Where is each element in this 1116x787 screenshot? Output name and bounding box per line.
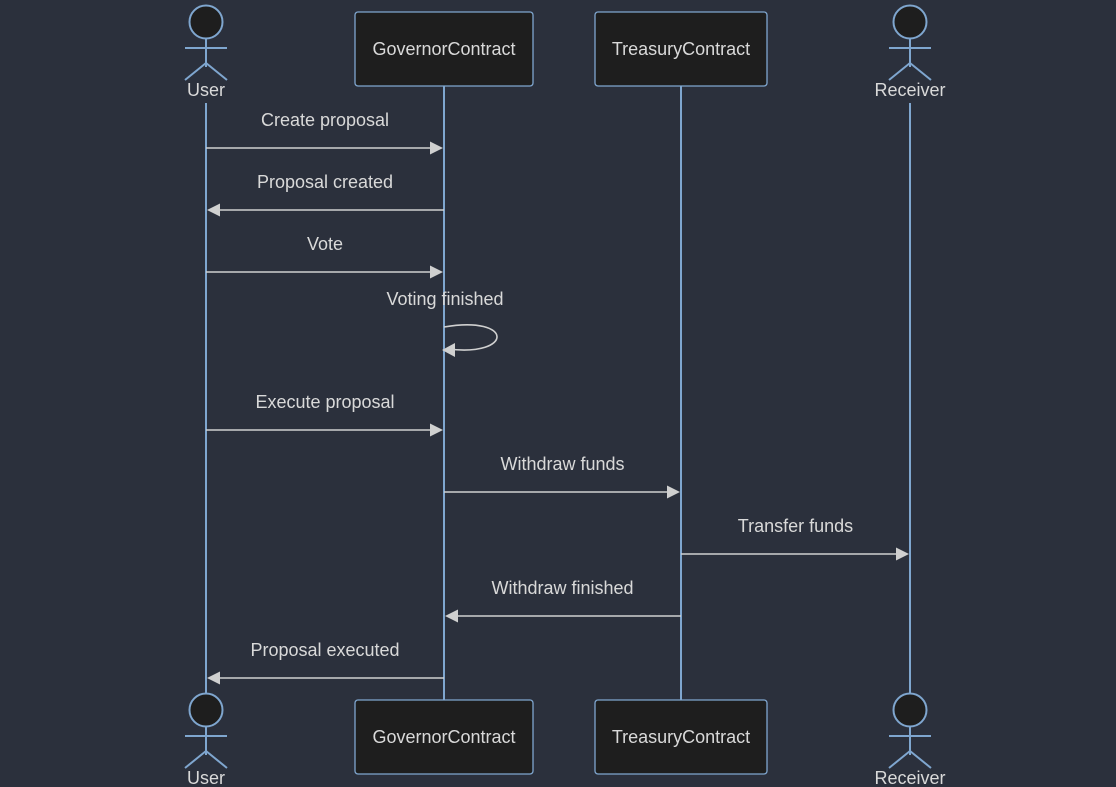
actor-label: Receiver xyxy=(874,768,945,787)
message-1: Create proposal xyxy=(206,110,443,155)
message-label: Withdraw finished xyxy=(491,578,633,598)
actor-user-top: User xyxy=(184,4,228,100)
participant-box xyxy=(354,699,534,775)
message-label: Voting finished xyxy=(386,289,503,309)
message-label: Proposal executed xyxy=(250,640,399,660)
actor-legs xyxy=(888,61,932,81)
message-label: Proposal created xyxy=(257,172,393,192)
actor-head-icon xyxy=(188,4,224,40)
actor-head-icon xyxy=(892,692,928,728)
participant-governor-top: GovernorContract xyxy=(354,11,534,87)
message-label: Transfer funds xyxy=(738,516,853,536)
participant-treasury-bottom: TreasuryContract xyxy=(594,699,768,775)
message-7: Transfer funds xyxy=(681,516,909,561)
actor-legs xyxy=(184,61,228,81)
actor-receiver-top: Receiver xyxy=(874,4,946,100)
participants: UserUserGovernorContractGovernorContract… xyxy=(184,4,946,787)
arrowhead-icon xyxy=(896,547,909,561)
actor-legs xyxy=(184,749,228,769)
participant-treasury-top: TreasuryContract xyxy=(594,11,768,87)
message-label: Vote xyxy=(307,234,343,254)
actor-legs xyxy=(888,749,932,769)
message-label: Execute proposal xyxy=(255,392,394,412)
actor-user-bottom: User xyxy=(184,692,228,787)
participant-box xyxy=(354,11,534,87)
participant-label: GovernorContract xyxy=(372,727,515,747)
actor-label: Receiver xyxy=(874,80,945,100)
message-loop xyxy=(443,324,498,351)
message-9: Proposal executed xyxy=(207,640,444,685)
actor-head-icon xyxy=(188,692,224,728)
arrowhead-icon xyxy=(430,265,443,279)
message-8: Withdraw finished xyxy=(445,578,681,623)
message-label: Withdraw funds xyxy=(500,454,624,474)
participant-box xyxy=(594,699,768,775)
message-3: Vote xyxy=(206,234,443,279)
actor-receiver-bottom: Receiver xyxy=(874,692,946,787)
message-label: Create proposal xyxy=(261,110,389,130)
participant-box xyxy=(594,11,768,87)
actor-label: User xyxy=(187,80,225,100)
arrowhead-icon xyxy=(442,343,455,357)
actor-label: User xyxy=(187,768,225,787)
arrowhead-icon xyxy=(430,141,443,155)
participant-label: TreasuryContract xyxy=(612,39,750,59)
message-5: Execute proposal xyxy=(206,392,443,437)
arrowhead-icon xyxy=(207,671,220,685)
actor-head-icon xyxy=(892,4,928,40)
arrowhead-icon xyxy=(445,609,458,623)
message-6: Withdraw funds xyxy=(444,454,680,499)
lifelines xyxy=(205,86,911,700)
arrowhead-icon xyxy=(207,203,220,217)
message-2: Proposal created xyxy=(207,172,444,217)
participant-label: TreasuryContract xyxy=(612,727,750,747)
message-4: Voting finished xyxy=(386,289,504,357)
participant-governor-bottom: GovernorContract xyxy=(354,699,534,775)
arrowhead-icon xyxy=(667,485,680,499)
arrowhead-icon xyxy=(430,423,443,437)
participant-label: GovernorContract xyxy=(372,39,515,59)
